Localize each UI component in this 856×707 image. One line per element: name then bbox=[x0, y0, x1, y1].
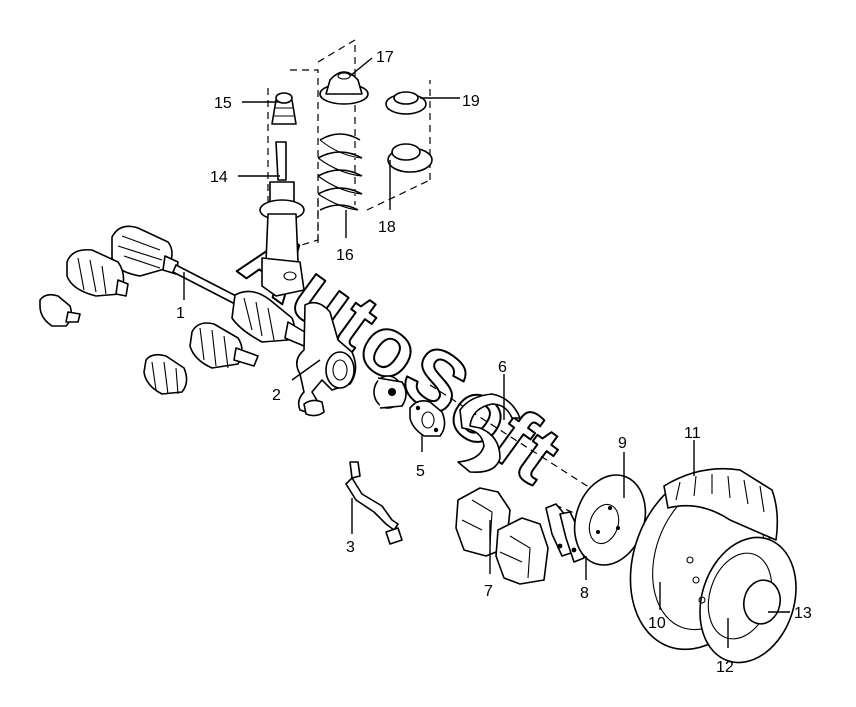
lower-spring-seat bbox=[387, 143, 433, 173]
callout-10: 10 bbox=[648, 615, 666, 632]
shock-absorber bbox=[259, 141, 305, 297]
cv-joint-outer bbox=[39, 248, 129, 327]
callout-5: 5 bbox=[416, 463, 425, 480]
callout-3: 3 bbox=[346, 539, 355, 556]
bump-stop bbox=[271, 92, 297, 125]
callout-17: 17 bbox=[376, 49, 394, 66]
wheel-bearing bbox=[373, 375, 407, 409]
coil-spring bbox=[317, 133, 363, 211]
splash-shield bbox=[457, 393, 521, 474]
brake-caliper bbox=[455, 487, 549, 585]
callout-19: 19 bbox=[462, 93, 480, 110]
callout-9: 9 bbox=[618, 435, 627, 452]
hub-cap bbox=[743, 579, 781, 625]
callout-1: 1 bbox=[176, 305, 185, 322]
callout-8: 8 bbox=[580, 585, 589, 602]
brake-pads bbox=[545, 503, 585, 563]
callout-15: 15 bbox=[214, 95, 232, 112]
callout-6: 6 bbox=[498, 359, 507, 376]
callout-labels: 1 2 3 5 6 7 8 9 10 11 12 13 14 15 16 17 … bbox=[176, 49, 812, 676]
callout-11: 11 bbox=[684, 425, 701, 442]
callout-12: 12 bbox=[716, 659, 734, 676]
callout-16: 16 bbox=[336, 247, 354, 264]
callout-14: 14 bbox=[210, 169, 228, 186]
callout-18: 18 bbox=[378, 219, 396, 236]
cv-joint-boot-inner bbox=[143, 322, 259, 395]
steering-knuckle bbox=[296, 301, 357, 417]
brake-hose bbox=[345, 461, 403, 545]
callout-2: 2 bbox=[272, 387, 281, 404]
tire-tread-section bbox=[663, 467, 779, 541]
wheel-hub bbox=[409, 400, 446, 437]
callout-7: 7 bbox=[484, 583, 493, 600]
upper-spring-seat bbox=[385, 91, 427, 115]
spring-top-mount bbox=[319, 71, 369, 105]
leader-lines bbox=[183, 57, 790, 648]
callout-13: 13 bbox=[794, 605, 812, 622]
